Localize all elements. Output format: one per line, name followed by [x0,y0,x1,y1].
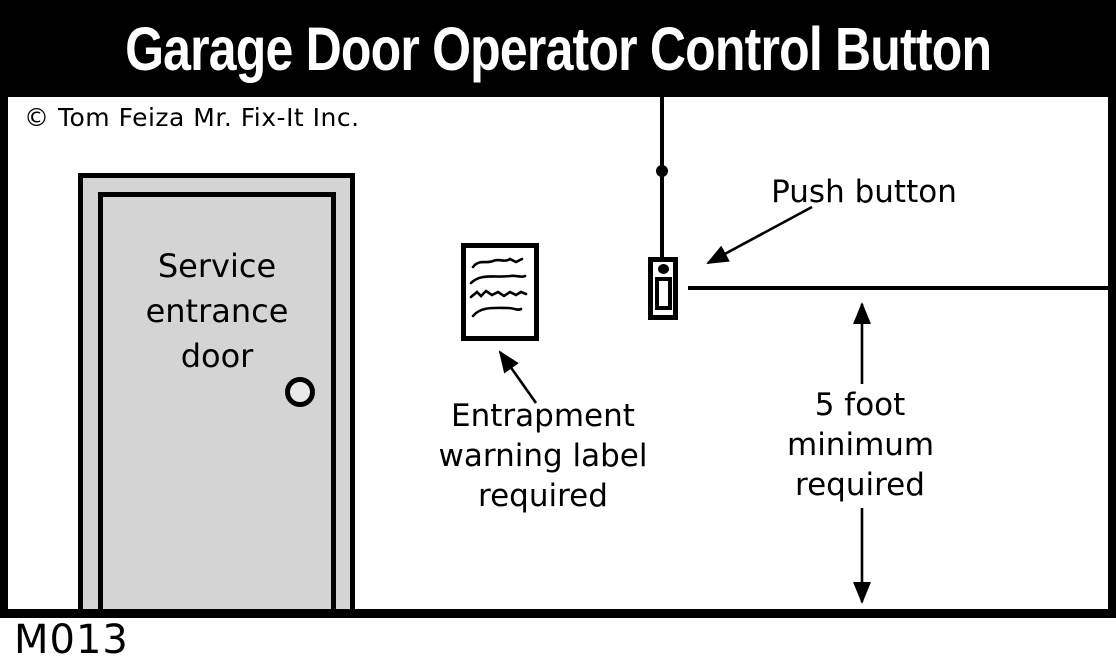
entrapment-label: Entrapment warning label required [426,396,660,516]
entrapment-warning-sticker [461,243,539,341]
entrapment-label-line1: Entrapment [451,398,635,434]
entrapment-label-line2: warning label [438,438,648,474]
push-button-key [654,277,672,310]
copyright-text: © Tom Feiza Mr. Fix-It Inc. [24,103,360,132]
push-button-device [648,257,678,320]
entrapment-label-line3: required [478,478,608,514]
push-button-label: Push button [771,174,957,210]
door-label-line3: door [180,337,254,375]
clearance-label-line1: 5 foot [814,387,906,423]
door-knob [285,377,315,407]
clearance-label: 5 foot minimum required [787,385,935,505]
door-label-line2: entrance [145,292,289,330]
diagram-frame [0,0,1116,618]
door-label: Service entrance door [98,244,336,379]
push-button-led-dot [657,264,669,274]
clearance-label-line3: required [795,467,925,503]
drawing-code: M013 [14,617,129,663]
door-label-line1: Service [157,247,277,285]
clearance-label-line2: minimum [787,427,935,463]
diagram-title: Garage Door Operator Control Button [124,14,992,83]
title-bar: Garage Door Operator Control Button [0,0,1116,97]
sticker-squiggle-text-icon [469,257,528,318]
